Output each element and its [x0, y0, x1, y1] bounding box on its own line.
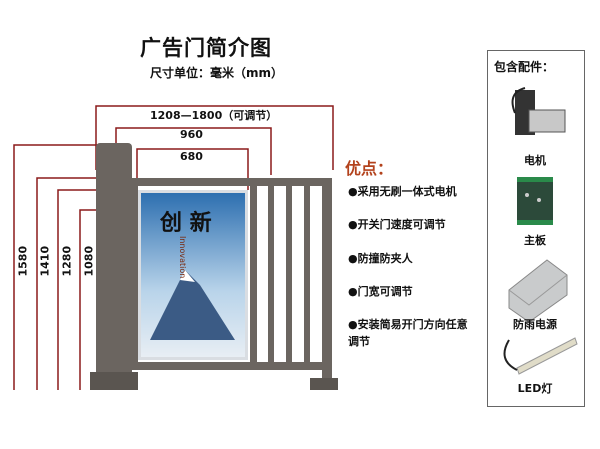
motor-image: [511, 87, 566, 135]
dim-1410: 1410: [38, 245, 52, 277]
accessory-label-mainboard: 主板: [524, 234, 546, 247]
dim-1080: 1080: [82, 245, 96, 277]
page-title: 广告门简介图: [140, 36, 272, 60]
advantage-item: ●防撞防夹人: [348, 252, 413, 265]
accessory-label-motor: 电机: [524, 154, 546, 167]
advantages-title: 优点：: [345, 159, 394, 178]
poster-english: Innovation: [178, 236, 187, 279]
unit-subtitle: 尺寸单位：毫米（mm）: [150, 66, 284, 80]
dim-1280: 1280: [60, 245, 74, 277]
accessory-images: [503, 87, 578, 375]
accessories-title: 包含配件：: [494, 60, 555, 74]
dim-total-width: 1208—1800（可调节）: [150, 109, 278, 122]
post-base: [90, 372, 138, 390]
mountain: [150, 270, 235, 340]
advantage-item: ●采用无刷一体式电机: [348, 185, 457, 198]
dim-960: 960: [180, 128, 203, 141]
accessories-panel: [487, 50, 585, 407]
gate: [90, 143, 338, 390]
gate-post: [96, 143, 132, 378]
poster-big-text: 创 新: [160, 211, 212, 236]
dim-line-total: [95, 105, 334, 170]
accessory-label-led: LED灯: [517, 382, 553, 395]
dim-line-1410: [36, 177, 100, 390]
advantage-item: ●门宽可调节: [348, 285, 413, 298]
power-supply-image: [508, 259, 568, 323]
dim-1580: 1580: [16, 245, 30, 277]
dim-680: 680: [180, 150, 203, 163]
dim-line-1580: [13, 144, 100, 390]
dim-line-680: [136, 148, 249, 190]
advantage-item: ●开关门速度可调节: [348, 218, 446, 231]
advantage-item: ●安装简易开门方向任意调节: [348, 318, 468, 348]
led-strip-image: [503, 337, 578, 375]
accessory-label-power: 防雨电源: [513, 318, 557, 331]
dimension-lines: [13, 105, 334, 390]
mainboard-image: [517, 177, 553, 225]
